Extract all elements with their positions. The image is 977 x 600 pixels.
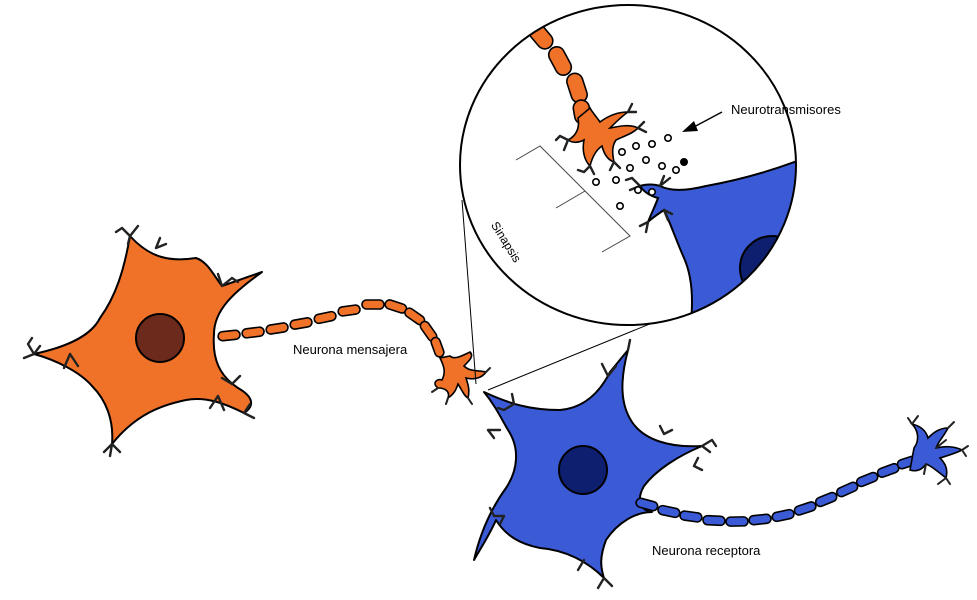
messenger-neuron-label: Neurona mensajera	[293, 342, 408, 357]
messenger-neuron	[22, 224, 491, 458]
neurotransmitter-arrow	[682, 111, 723, 132]
receiver-neuron	[473, 338, 969, 590]
messenger-nucleus	[135, 313, 185, 363]
zoom-circle	[459, 4, 797, 326]
receiver-neuron-label: Neurona receptora	[652, 543, 761, 558]
neurotransmitter-vesicles	[591, 134, 688, 211]
messenger-dendrite-tips	[22, 224, 256, 458]
receiver-axon	[635, 455, 918, 527]
zoom-messenger-terminal	[566, 106, 640, 168]
messenger-axon-terminal	[431, 351, 491, 405]
receiver-dendrite-tips	[486, 338, 718, 590]
receiver-nucleus	[558, 445, 608, 495]
synapse-bracket	[515, 145, 631, 253]
receiver-axon-terminal	[907, 415, 969, 485]
messenger-axon	[217, 299, 445, 358]
neurotransmitters-label: Neurotransmisores	[731, 102, 841, 117]
